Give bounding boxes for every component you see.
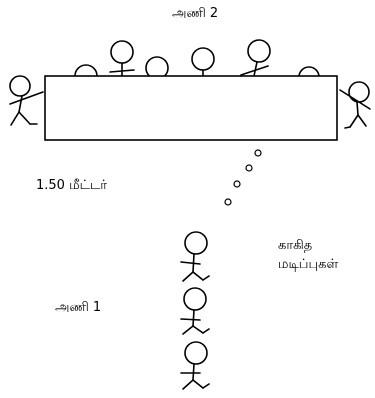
distance-label: 1.50 மீட்டர் xyxy=(36,178,108,193)
paper-folds-label: காகித மடிப்புகள் xyxy=(278,236,338,274)
paper-folds-label-line1: காகித xyxy=(278,238,313,253)
team2-player-left xyxy=(9,75,44,126)
team1-player-1 xyxy=(180,231,210,282)
team1-player-2 xyxy=(180,287,210,335)
team2-label: அணி 2 xyxy=(172,6,219,21)
team2-player-right xyxy=(339,81,371,129)
team2-player-1 xyxy=(109,40,135,77)
team1-label: அணி 1 xyxy=(55,300,102,315)
team2-player-3 xyxy=(240,39,271,77)
paper-folds-label-line2: மடிப்புகள் xyxy=(278,257,339,272)
table xyxy=(44,75,338,141)
team1-player-3 xyxy=(180,341,210,390)
paper-folds-trail xyxy=(224,149,262,206)
team2-player-2 xyxy=(191,47,215,78)
